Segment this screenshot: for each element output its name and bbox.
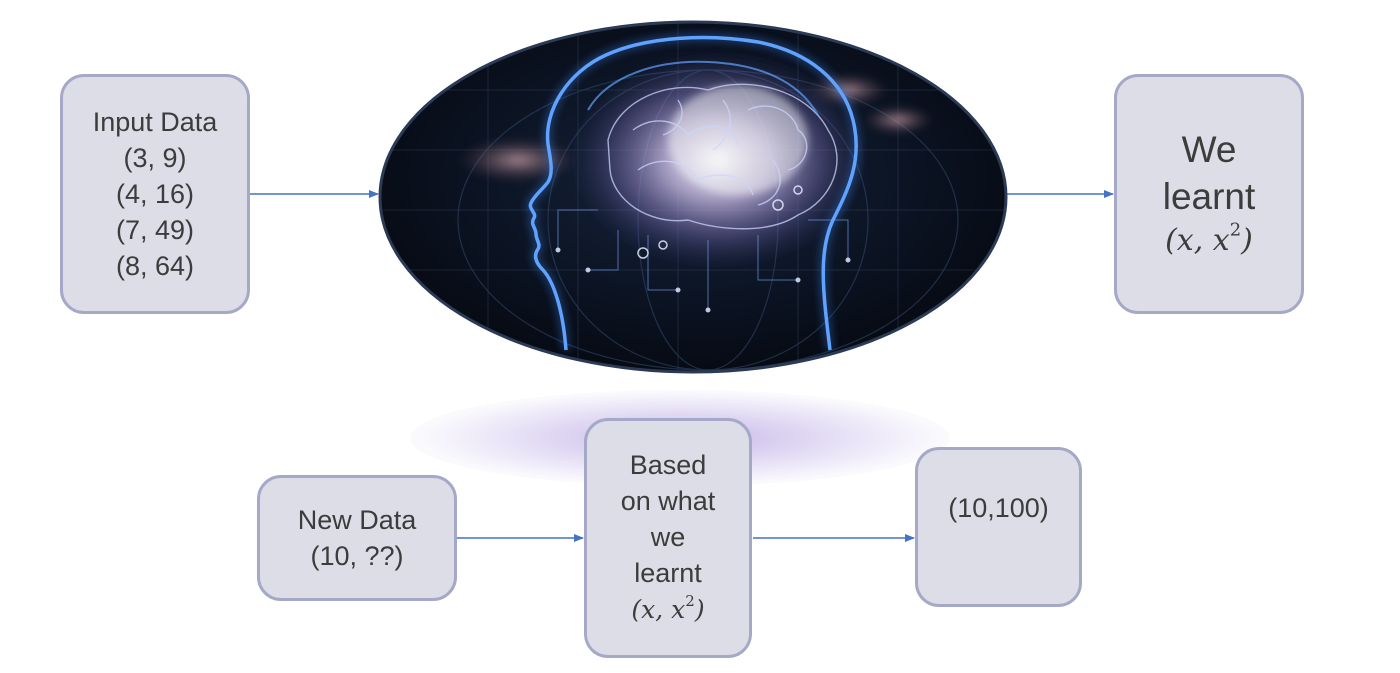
based-label-line: Based (629, 450, 707, 480)
based-label-line: we (650, 522, 686, 552)
learnt-formula: (x, x2) (1165, 219, 1253, 258)
based-label-line: learnt (634, 558, 702, 588)
new-data-pair: (10, ??) (310, 541, 404, 571)
input-data-pair: (4, 16) (115, 179, 195, 209)
input-data-title: Input Data (92, 107, 218, 137)
learnt-box: We learnt (x, x2) (1114, 74, 1304, 314)
learnt-label-learnt: learnt (1162, 176, 1256, 217)
input-data-pair: (7, 49) (115, 215, 195, 245)
new-data-title: New Data (297, 505, 417, 535)
result-value: (10,100) (948, 493, 1049, 523)
learnt-label-we: We (1181, 129, 1237, 170)
new-data-box: New Data (10, ??) (257, 475, 457, 601)
based-on-learnt-box: Based on what we learnt (x, x2) (584, 418, 752, 658)
result-box: (10,100) (915, 447, 1082, 607)
input-data-pair: (3, 9) (123, 143, 187, 173)
head-brain-circuit-icon (378, 20, 1008, 374)
based-formula: (x, x2) (631, 592, 705, 625)
based-label-line: on what (620, 486, 716, 516)
input-data-pair: (8, 64) (115, 251, 195, 281)
input-data-box: Input Data (3, 9) (4, 16) (7, 49) (8, 64… (60, 74, 250, 314)
